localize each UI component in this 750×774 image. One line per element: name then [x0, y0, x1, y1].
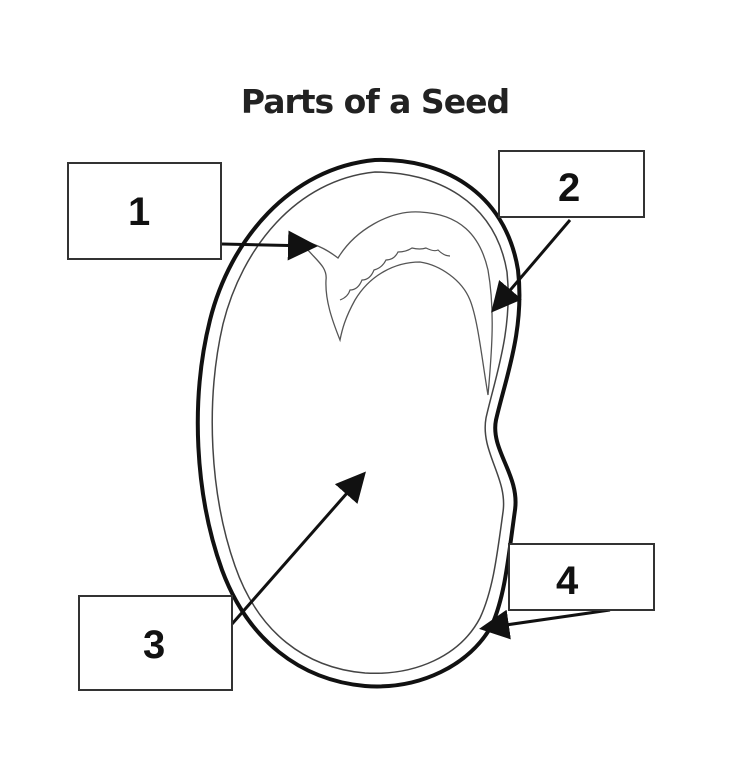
pointer-arrow-2 — [491, 219, 572, 313]
label-number-3: 3 — [143, 623, 166, 667]
seed-coat-outline — [195, 157, 522, 689]
label-number-1: 1 — [128, 190, 151, 234]
diagram-title: Parts of a Seed — [240, 82, 510, 121]
label-box-4[interactable] — [508, 543, 655, 611]
embryo-shape — [298, 211, 493, 396]
label-number-4: 4 — [556, 559, 579, 603]
label-number-2: 2 — [558, 166, 581, 210]
label-box-2[interactable] — [498, 150, 645, 218]
pointer-arrow-1 — [221, 230, 318, 261]
label-box-3[interactable] — [78, 595, 233, 691]
label-box-1[interactable] — [67, 162, 222, 260]
pointer-arrow-4 — [479, 608, 611, 640]
pointer-arrow-3 — [230, 471, 366, 625]
embryo-scallops — [339, 247, 451, 301]
